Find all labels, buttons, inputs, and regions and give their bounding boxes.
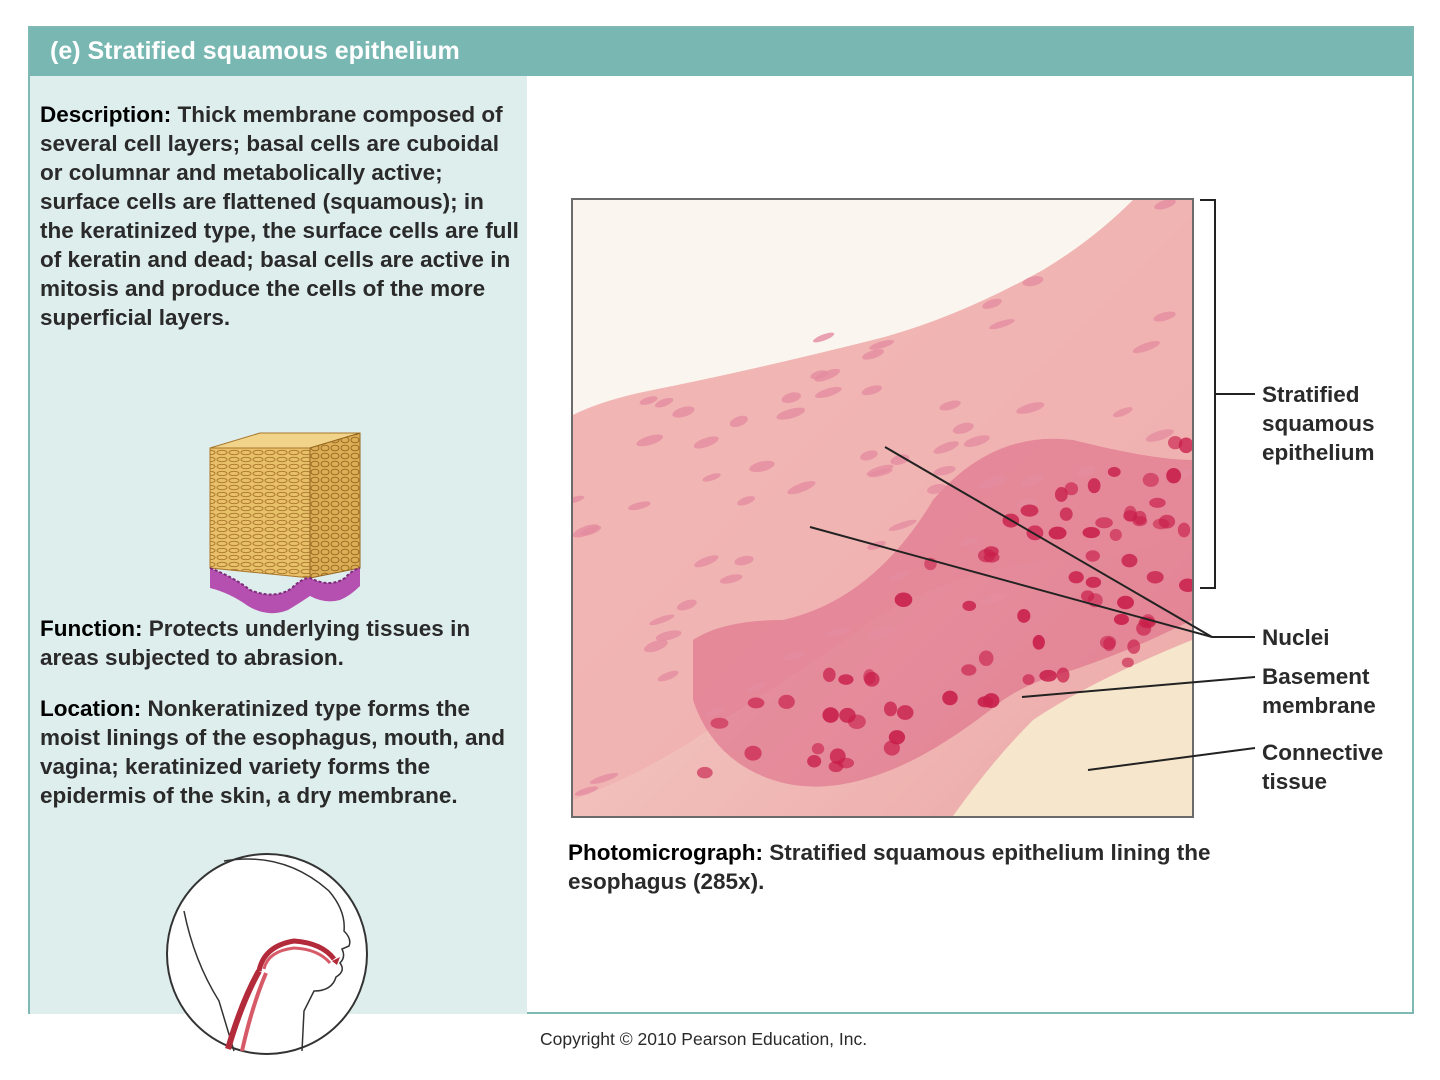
location-paragraph: Location: Nonkeratinized type forms the … bbox=[40, 694, 525, 810]
photomicrograph-caption: Photomicrograph: Stratified squamous epi… bbox=[568, 838, 1248, 896]
description-text: Thick membrane composed of several cell … bbox=[40, 102, 519, 330]
caption-text: Stratified squamous epithelium lining th… bbox=[568, 840, 1211, 894]
label-nuclei: Nuclei bbox=[1262, 625, 1330, 650]
label-connective-tissue: Connective tissue bbox=[1262, 740, 1384, 794]
figure-header: (e) Stratified squamous epithelium bbox=[30, 28, 1412, 76]
label-basement-membrane: Basement membrane bbox=[1262, 664, 1376, 718]
location-label: Location: bbox=[40, 696, 142, 721]
function-text: Protects underlying tissues in areas sub… bbox=[40, 616, 471, 670]
caption-label: Photomicrograph: bbox=[568, 840, 763, 865]
label-stratified-squamous-epithelium: Stratified squamous epithelium bbox=[1262, 382, 1375, 465]
location-text: Nonkeratinized type forms the moist lini… bbox=[40, 696, 506, 808]
description-paragraph: Description: Thick membrane composed of … bbox=[40, 100, 520, 332]
tissue-cube-illustration bbox=[209, 432, 361, 614]
figure-title: (e) Stratified squamous epithelium bbox=[50, 37, 460, 65]
function-label: Function: bbox=[40, 616, 143, 641]
photomicrograph bbox=[571, 198, 1194, 818]
info-panel: Description: Thick membrane composed of … bbox=[30, 76, 527, 1055]
function-paragraph: Function: Protects underlying tissues in… bbox=[40, 614, 525, 672]
description-label: Description: bbox=[40, 102, 172, 127]
copyright-notice: Copyright © 2010 Pearson Education, Inc. bbox=[540, 1029, 868, 1049]
esophagus-head-illustration bbox=[166, 853, 368, 1055]
